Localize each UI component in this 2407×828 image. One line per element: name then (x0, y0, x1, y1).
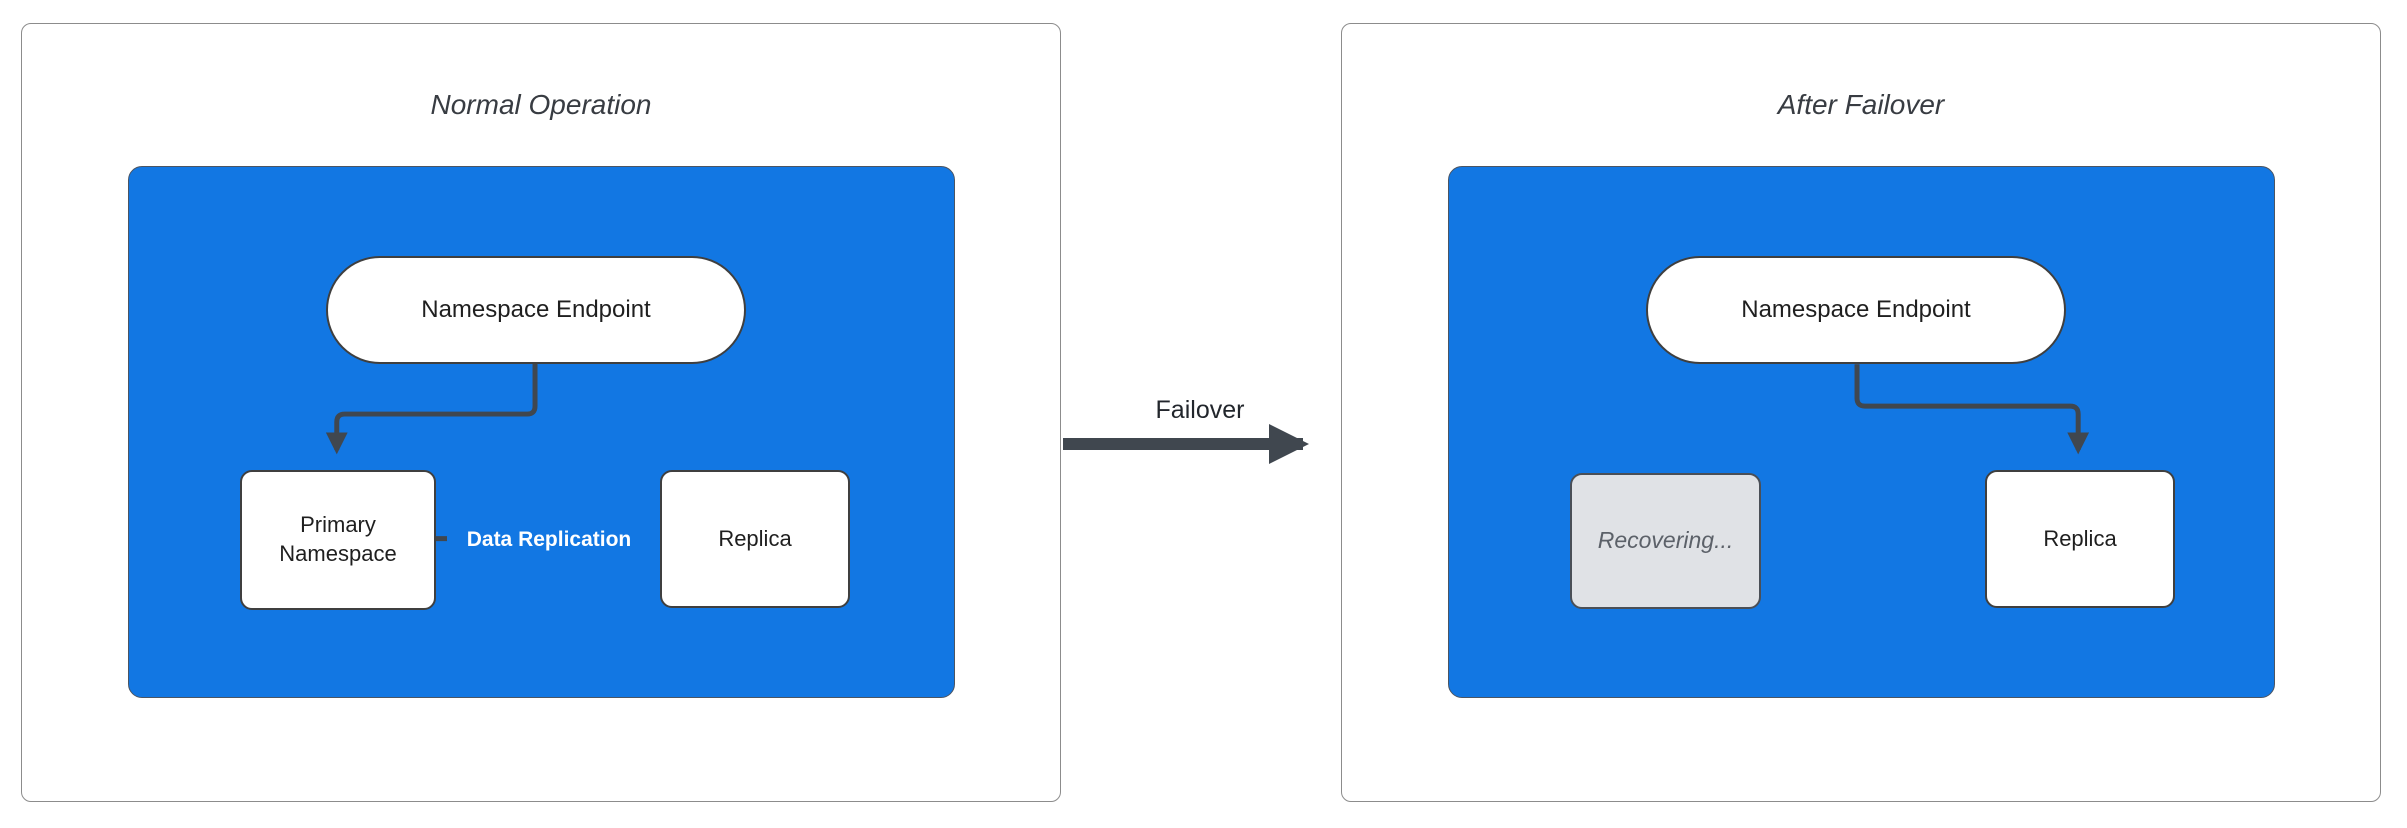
panel-title-after-failover: After Failover (1777, 89, 1945, 120)
cluster-after-failover: Namespace Endpoint Recovering... Replica (1448, 166, 2275, 698)
node-primary-namespace-label: Primary Namespace (279, 512, 397, 566)
edge-label-data-replication: Data Replication (447, 526, 651, 554)
node-replica-normal: Replica (660, 470, 850, 608)
node-primary-namespace: Primary Namespace (240, 470, 436, 610)
cluster-normal-operation: Namespace Endpoint Primary Namespace Rep… (128, 166, 955, 698)
node-replica-after: Replica (1985, 470, 2175, 608)
failover-arrow-label: Failover (1155, 396, 1245, 424)
node-namespace-endpoint-after-label: Namespace Endpoint (1741, 296, 1971, 324)
panel-title-normal-operation: Normal Operation (430, 89, 652, 120)
node-recovering: Recovering... (1570, 473, 1761, 609)
connector-endpoint-to-primary (325, 363, 538, 455)
connectors-after (1854, 364, 2090, 455)
node-namespace-endpoint: Namespace Endpoint (326, 256, 746, 364)
connectors-normal (325, 363, 645, 550)
node-recovering-label: Recovering... (1597, 527, 1734, 554)
panel-normal-operation: Normal Operation Namespace Endpoint Prim… (21, 23, 1061, 802)
node-replica-after-label: Replica (2043, 525, 2117, 551)
panel-after-failover: After Failover Namespace Endpoint Recove… (1341, 23, 2381, 802)
connector-endpoint-to-replica (1854, 364, 2090, 455)
node-namespace-endpoint-label: Namespace Endpoint (421, 296, 651, 324)
node-namespace-endpoint-after: Namespace Endpoint (1646, 256, 2066, 364)
failover-transition: Failover (1055, 390, 1355, 480)
failover-arrow (1063, 424, 1309, 464)
node-replica-normal-label: Replica (718, 525, 792, 551)
